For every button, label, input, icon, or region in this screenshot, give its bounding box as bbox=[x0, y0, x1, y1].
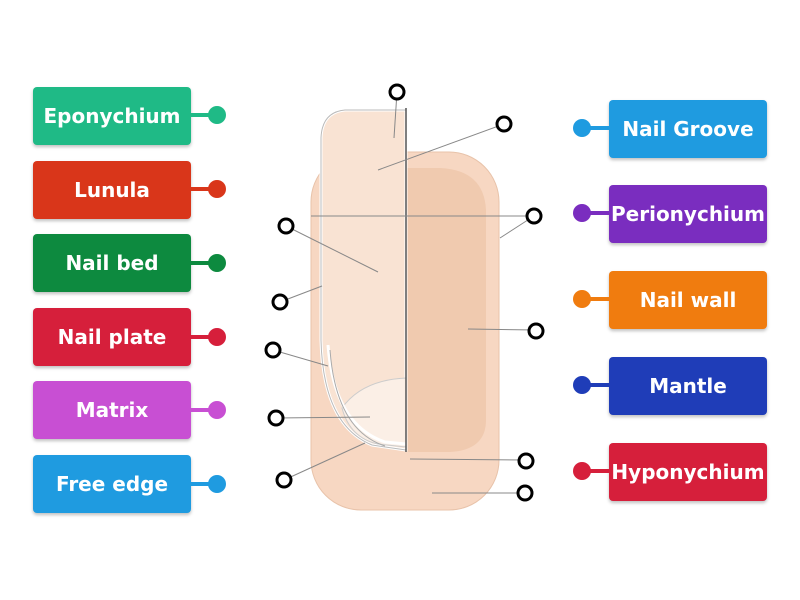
label-matrix[interactable]: Matrix bbox=[33, 381, 191, 439]
leader-line bbox=[285, 225, 379, 273]
leader-line bbox=[283, 442, 366, 481]
drop-target[interactable] bbox=[517, 452, 535, 470]
label-nail-plate[interactable]: Nail plate bbox=[33, 308, 191, 366]
label-nail-bed[interactable]: Nail bed bbox=[33, 234, 191, 292]
drop-target[interactable] bbox=[495, 115, 513, 133]
label-knob[interactable] bbox=[573, 119, 591, 137]
label-text: Matrix bbox=[75, 398, 149, 422]
label-knob[interactable] bbox=[573, 204, 591, 222]
nail-bed-curve-outline bbox=[329, 349, 386, 447]
label-connector bbox=[191, 408, 215, 412]
label-knob[interactable] bbox=[573, 462, 591, 480]
nail-bed-curve bbox=[326, 344, 407, 446]
drop-target[interactable] bbox=[516, 484, 534, 502]
label-knob[interactable] bbox=[208, 328, 226, 346]
label-connector bbox=[586, 126, 610, 130]
label-connector bbox=[191, 113, 215, 117]
leader-line bbox=[409, 458, 527, 461]
label-lunula[interactable]: Lunula bbox=[33, 161, 191, 219]
label-text: Free edge bbox=[55, 472, 169, 496]
label-connector bbox=[191, 335, 215, 339]
nail-plate-outline bbox=[320, 109, 407, 451]
label-mantle[interactable]: Mantle bbox=[609, 357, 767, 415]
drop-target[interactable] bbox=[525, 207, 543, 225]
label-free-edge[interactable]: Free edge bbox=[33, 455, 191, 513]
label-perionychium[interactable]: Perionychium bbox=[609, 185, 767, 243]
drop-target[interactable] bbox=[275, 471, 293, 489]
label-connector bbox=[586, 211, 610, 215]
label-nail-wall[interactable]: Nail wall bbox=[609, 271, 767, 329]
label-text: Hyponychium bbox=[611, 460, 765, 484]
label-text: Eponychium bbox=[43, 104, 181, 128]
label-eponychium[interactable]: Eponychium bbox=[33, 87, 191, 145]
label-knob[interactable] bbox=[208, 254, 226, 272]
label-knob[interactable] bbox=[208, 106, 226, 124]
label-connector bbox=[586, 469, 610, 473]
label-text: Nail Groove bbox=[622, 117, 754, 141]
label-text: Nail bed bbox=[65, 251, 159, 275]
nail-top-view bbox=[406, 168, 486, 452]
label-hyponychium[interactable]: Hyponychium bbox=[609, 443, 767, 501]
label-nail-groove[interactable]: Nail Groove bbox=[609, 100, 767, 158]
label-knob[interactable] bbox=[208, 475, 226, 493]
label-text: Lunula bbox=[74, 178, 150, 202]
label-connector bbox=[191, 482, 215, 486]
label-text: Nail wall bbox=[639, 288, 737, 312]
label-knob[interactable] bbox=[208, 180, 226, 198]
label-connector bbox=[586, 297, 610, 301]
label-knob[interactable] bbox=[208, 401, 226, 419]
leader-line bbox=[272, 349, 329, 367]
label-knob[interactable] bbox=[573, 376, 591, 394]
label-connector bbox=[191, 261, 215, 265]
drop-target[interactable] bbox=[267, 409, 285, 427]
leader-lines bbox=[272, 91, 537, 494]
leader-line bbox=[377, 123, 505, 171]
drop-target[interactable] bbox=[277, 217, 295, 235]
label-connector bbox=[191, 187, 215, 191]
drop-target[interactable] bbox=[264, 341, 282, 359]
drop-target[interactable] bbox=[271, 293, 289, 311]
label-text: Nail plate bbox=[57, 325, 167, 349]
label-knob[interactable] bbox=[573, 290, 591, 308]
drop-target[interactable] bbox=[388, 83, 406, 101]
leader-line bbox=[467, 328, 537, 331]
leader-line bbox=[275, 416, 371, 419]
label-text: Perionychium bbox=[611, 202, 765, 226]
drop-target[interactable] bbox=[527, 322, 545, 340]
label-text: Mantle bbox=[649, 374, 727, 398]
label-connector bbox=[586, 383, 610, 387]
